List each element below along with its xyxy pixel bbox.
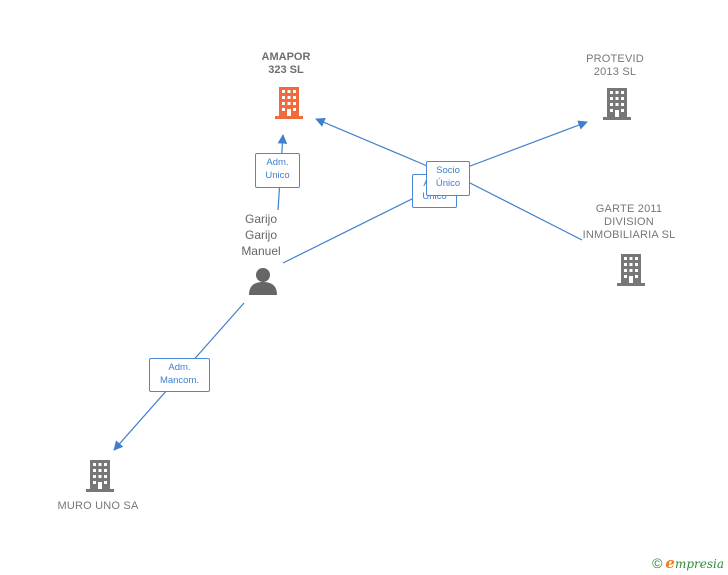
- node-label-muro[interactable]: MURO UNO SA: [57, 500, 139, 512]
- building-icon-protevid[interactable]: [603, 88, 631, 120]
- edge-label-adm-mancom: Adm. Mancom.: [149, 358, 210, 392]
- edge-label-adm-unico-amapor: Adm. Unico: [255, 153, 300, 188]
- empresia-logo[interactable]: empresia: [665, 554, 724, 572]
- node-label-protevid[interactable]: PROTEVID 2013 SL: [586, 53, 644, 78]
- node-label-garte[interactable]: GARTE 2011 DIVISION INMOBILIARIA SL: [582, 203, 676, 241]
- footer-brand: © empresia: [652, 554, 724, 572]
- building-icon-garte[interactable]: [617, 254, 645, 286]
- edge-socio-garte: [469, 182, 583, 241]
- edge-socio-protevid: [464, 120, 588, 169]
- building-icon-muro[interactable]: [86, 460, 114, 492]
- node-label-amapor[interactable]: AMAPOR 323 SL: [261, 51, 311, 76]
- copyright-icon: ©: [652, 555, 663, 571]
- building-icon-amapor[interactable]: [275, 87, 303, 119]
- edge-socio-amapor: [315, 117, 433, 169]
- person-icon-garijo[interactable]: [249, 268, 277, 295]
- edge-label-socio-unico: Socio Único: [426, 161, 470, 196]
- node-label-garijo[interactable]: Garijo Garijo Manuel: [241, 212, 281, 258]
- edge-garijo-socio: [282, 189, 431, 264]
